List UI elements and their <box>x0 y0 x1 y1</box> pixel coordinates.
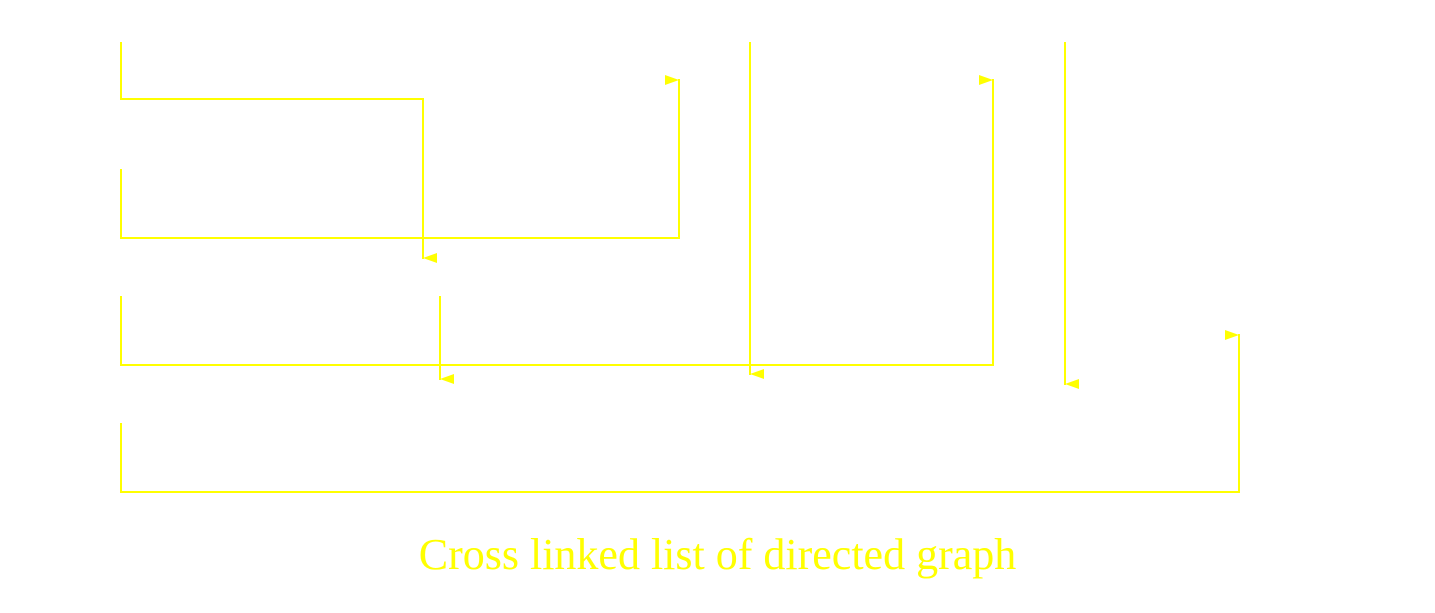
link-row2-to-col3 <box>120 75 680 239</box>
diagram-caption: Cross linked list of directed graph <box>418 530 1017 579</box>
link-row4-to-col5 <box>120 330 1240 493</box>
link-row3-to-col4 <box>120 75 994 366</box>
link-row1-to-col2 <box>120 42 437 263</box>
